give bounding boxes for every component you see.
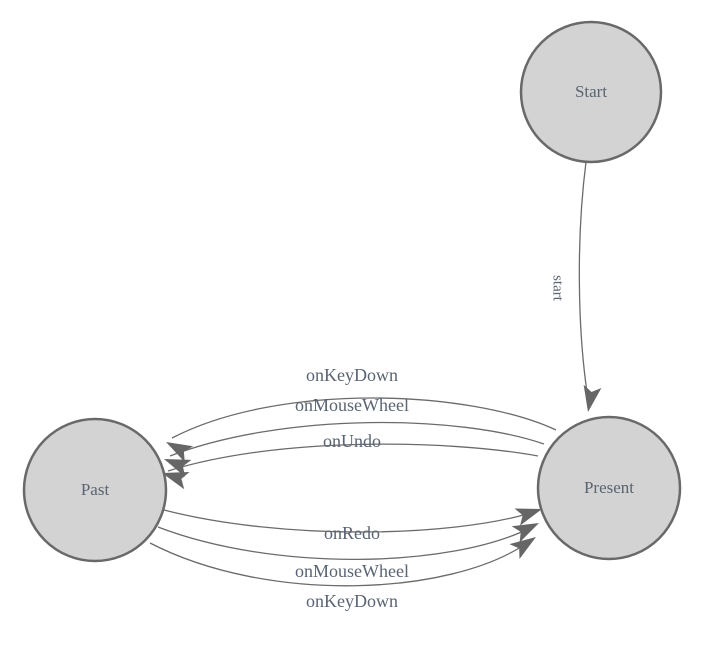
arrowheads-layer bbox=[162, 384, 602, 560]
arrowhead-present-to-past bbox=[162, 471, 190, 490]
edge-past-to-present bbox=[157, 526, 531, 561]
arrowhead-past-to-present bbox=[511, 523, 539, 543]
edge-label-onUndo: onUndo bbox=[323, 431, 381, 451]
edge-label-start: start bbox=[550, 275, 566, 302]
arrowhead-present-to-past bbox=[164, 459, 192, 477]
state-node-start[interactable]: Start bbox=[519, 20, 663, 164]
edges-layer bbox=[149, 161, 588, 587]
node-label-past: Past bbox=[81, 480, 110, 499]
edge-past-to-present bbox=[149, 542, 528, 587]
edge-label-onKeyDown: onKeyDown bbox=[306, 365, 398, 385]
edge-labels-layer: start onKeyDown onMouseWheel onUndo onRedo on… bbox=[295, 275, 566, 611]
node-circle-past bbox=[22, 417, 168, 563]
edge-label-onRedo: onRedo bbox=[324, 523, 380, 543]
edge-present-to-past bbox=[169, 421, 545, 457]
edge-label-onMouseWheel: onMouseWheel bbox=[295, 561, 409, 581]
state-node-present[interactable]: Present bbox=[536, 415, 682, 561]
arrowhead-past-to-present bbox=[514, 508, 542, 526]
node-circle-start bbox=[519, 20, 663, 164]
edge-start-to-present bbox=[578, 161, 588, 393]
node-circle-present bbox=[536, 415, 682, 561]
state-node-past[interactable]: Past bbox=[22, 417, 168, 563]
edge-label-onKeyDown: onKeyDown bbox=[306, 591, 398, 611]
edge-past-to-present bbox=[163, 509, 535, 533]
node-label-start: Start bbox=[575, 82, 607, 101]
arrowhead-start-to-present bbox=[583, 384, 602, 412]
arrowhead-past-to-present bbox=[509, 537, 536, 560]
node-label-present: Present bbox=[584, 478, 634, 497]
edge-present-to-past bbox=[167, 443, 539, 472]
arrowhead-present-to-past bbox=[166, 442, 194, 463]
edge-label-onMouseWheel: onMouseWheel bbox=[295, 395, 409, 415]
edge-present-to-past bbox=[171, 397, 557, 439]
